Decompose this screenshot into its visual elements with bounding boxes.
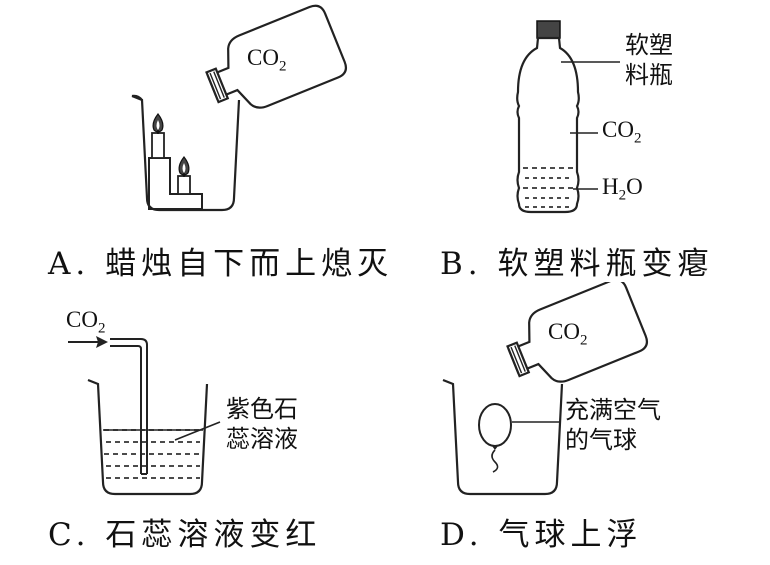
panel-a: CO2 A. 蜡烛自下而上熄灭 <box>0 0 388 282</box>
gas-bottle-d <box>506 282 649 383</box>
caption-b: B. 软塑料瓶变瘪 <box>440 246 714 282</box>
arrow-icon <box>68 336 108 348</box>
candle-upper <box>151 113 165 159</box>
staircase <box>148 157 203 210</box>
panel-c-drawing <box>68 336 221 496</box>
panel-c: CO2 紫色石 蕊溶液 C. 石蕊溶液变红 <box>0 282 385 565</box>
water-label-b: H2O <box>602 174 643 204</box>
gas-label-d: CO2 <box>548 319 588 349</box>
bottle-label: 软塑 料瓶 <box>625 31 673 89</box>
gas-label-b: CO2 <box>602 117 642 147</box>
leader-solution <box>174 421 221 441</box>
caption-a: A. 蜡烛自下而上熄灭 <box>48 246 394 282</box>
soft-plastic-bottle <box>516 36 580 214</box>
beaker-d <box>442 378 564 496</box>
gas-label-c: CO2 <box>66 307 106 337</box>
panel-d-drawing <box>442 282 649 496</box>
gas-tube <box>110 338 148 474</box>
panel-d: CO2 充满空气 的气球 D. 气球上浮 <box>385 282 770 565</box>
beaker-c <box>87 378 209 496</box>
panel-a-drawing <box>131 4 348 212</box>
caption-c: C. 石蕊溶液变红 <box>48 517 322 553</box>
panel-b: 软塑 料瓶 CO2 H2O B. 软塑料瓶变瘪 <box>385 0 770 282</box>
solution-label: 紫色石 蕊溶液 <box>226 395 298 453</box>
gas-bottle-a <box>205 4 348 109</box>
balloon <box>478 403 512 473</box>
balloon-label: 充满空气 的气球 <box>565 396 661 454</box>
litmus-solution <box>104 429 202 479</box>
bottle-cap <box>536 20 561 39</box>
candle-lower <box>177 156 191 195</box>
panel-b-drawing <box>516 20 620 214</box>
caption-d: D. 气球上浮 <box>440 517 643 553</box>
gas-label-a: CO2 <box>247 45 287 75</box>
